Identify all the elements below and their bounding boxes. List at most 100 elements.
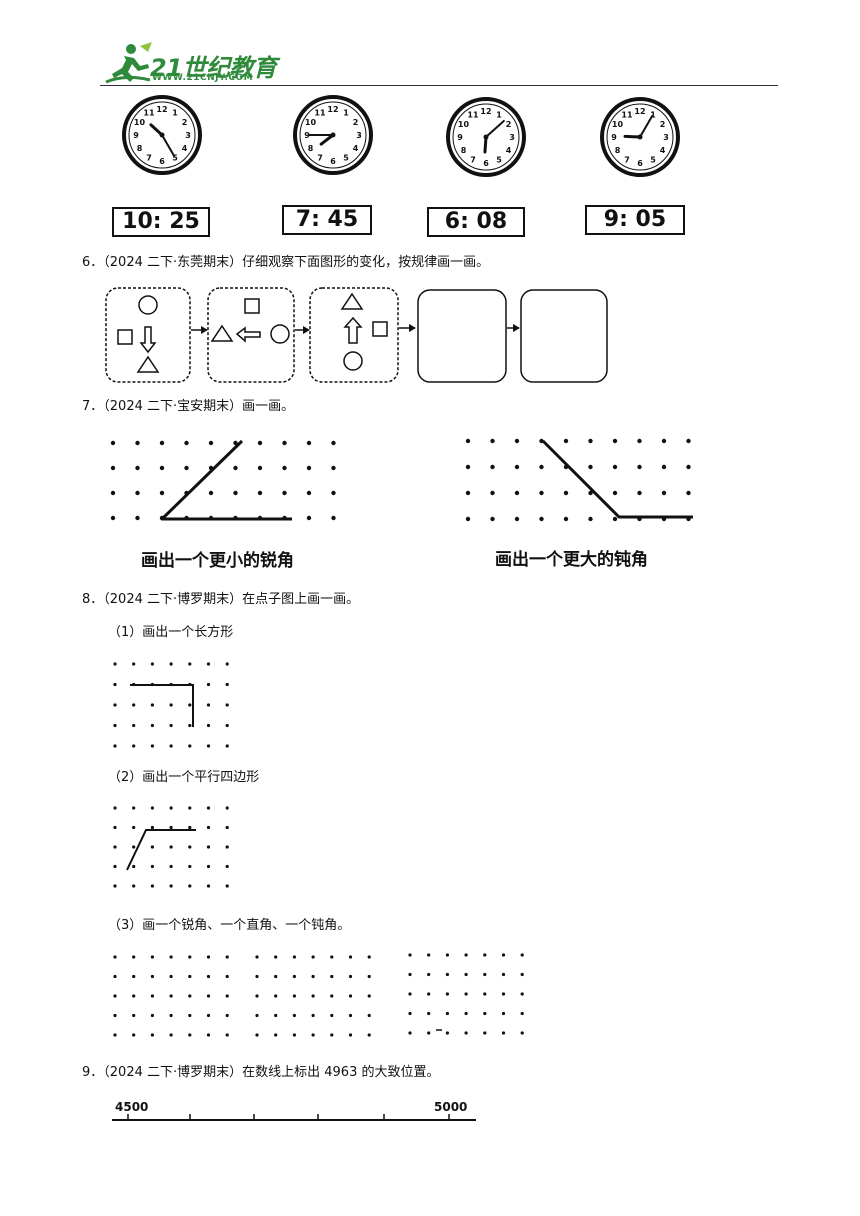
grid-dot (331, 490, 336, 496)
number-line-start-label: 4500 (115, 1100, 149, 1114)
grid-dot (113, 662, 117, 666)
grid-dot (225, 723, 229, 728)
grid-dot (445, 972, 449, 977)
triangle-shape (210, 324, 234, 342)
grid-dot (501, 1011, 506, 1016)
clock-number: 8 (615, 146, 621, 155)
clock-number: 11 (143, 108, 155, 117)
grid-dot (132, 806, 136, 810)
grid-dot (588, 464, 593, 470)
grid-dot (306, 515, 312, 521)
grid-dot (150, 955, 154, 959)
grid-dot (539, 464, 544, 470)
grid-dot (367, 955, 371, 959)
grid-dot (612, 438, 618, 444)
grid-dot (169, 994, 173, 998)
clock-number: 2 (182, 118, 188, 127)
grid-dot (274, 1013, 278, 1018)
grid-dot (132, 1013, 136, 1018)
grid-dot (348, 974, 353, 979)
grid-dot (520, 953, 524, 957)
pattern-sequence (105, 287, 608, 383)
grid-dot (208, 490, 214, 496)
grid-dot (113, 884, 117, 888)
grid-dot (539, 490, 544, 496)
grid-dot (169, 955, 173, 959)
grid-dot (490, 464, 495, 470)
grid-dot (588, 490, 593, 496)
grid-dot (408, 953, 412, 957)
arrow-left-icon (235, 326, 261, 343)
square-shape (117, 329, 133, 345)
grid-dot (225, 974, 229, 979)
pattern-box-empty-2 (520, 289, 608, 383)
grid-dot (490, 516, 495, 522)
clock-number: 3 (509, 133, 515, 142)
grid-dot (206, 662, 211, 666)
grid-dot (113, 864, 117, 869)
number-line-end-label: 5000 (434, 1100, 468, 1114)
grid-dot (427, 1031, 431, 1035)
grid-dot (563, 490, 569, 496)
circle-shape (343, 351, 363, 371)
grid-dot (150, 662, 154, 666)
clock-number: 11 (621, 110, 633, 119)
grid-dot (150, 806, 154, 810)
grid-dot (563, 438, 569, 444)
grid-dot (169, 884, 173, 888)
grid-dot (465, 516, 471, 522)
grid-dot (427, 953, 431, 957)
grid-dot (520, 992, 524, 996)
grid-dot (464, 972, 468, 977)
grid-dot (408, 1011, 412, 1016)
grid-dot (292, 1033, 296, 1037)
grid-dot (132, 825, 136, 830)
grid-dot (348, 955, 353, 959)
grid-dot (501, 972, 506, 977)
grid-dot (520, 1011, 524, 1016)
grid-dot (113, 845, 117, 849)
grid-dot (255, 1033, 259, 1037)
grid-dot (282, 490, 287, 496)
question-7-text: 7．（2024 二下·宝安期末）画一画。 (82, 399, 295, 414)
grid-dot (225, 662, 229, 666)
grid-dot (225, 1013, 229, 1018)
grid-dot (257, 465, 263, 471)
sub-question-1: （1）画出一个长方形 (108, 625, 234, 640)
grid-dot (188, 994, 192, 998)
question-6-text: 6．（2024 二下·东莞期末）仔细观察下面图形的变化，按规律画一画。 (82, 255, 490, 270)
grid-dot (427, 972, 431, 977)
grid-dot (233, 440, 238, 446)
clock-number: 4 (506, 146, 512, 155)
grid-dot (408, 1031, 412, 1035)
grid-dot (169, 703, 173, 707)
grid-dot (330, 994, 334, 998)
grid-dot (637, 464, 642, 470)
grid-dot (514, 464, 520, 470)
grid-dot (520, 972, 524, 977)
grid-dot (159, 490, 165, 496)
grid-dot (113, 703, 117, 707)
dot-grid-rectangle (113, 662, 229, 748)
arrow-right-icon (513, 324, 520, 332)
grid-dot (686, 438, 691, 444)
grid-dot (113, 682, 117, 687)
grid-dot (113, 806, 117, 810)
grid-dot (445, 992, 449, 996)
grid-dot (348, 994, 353, 998)
grid-dot (225, 806, 229, 810)
square-shape (372, 321, 388, 337)
grid-dot (206, 825, 211, 830)
clock-number: 7 (146, 154, 152, 163)
grid-dot (292, 974, 296, 979)
clock-number: 3 (663, 133, 669, 142)
grid-dot (150, 723, 154, 728)
grid-dot (445, 1031, 449, 1035)
grid-dot (113, 1013, 117, 1018)
grid-dot (282, 440, 287, 446)
grid-dot (311, 1033, 315, 1037)
runner-logo-icon (105, 42, 152, 84)
grid-dot (184, 440, 189, 446)
grid-dot (348, 1013, 353, 1018)
